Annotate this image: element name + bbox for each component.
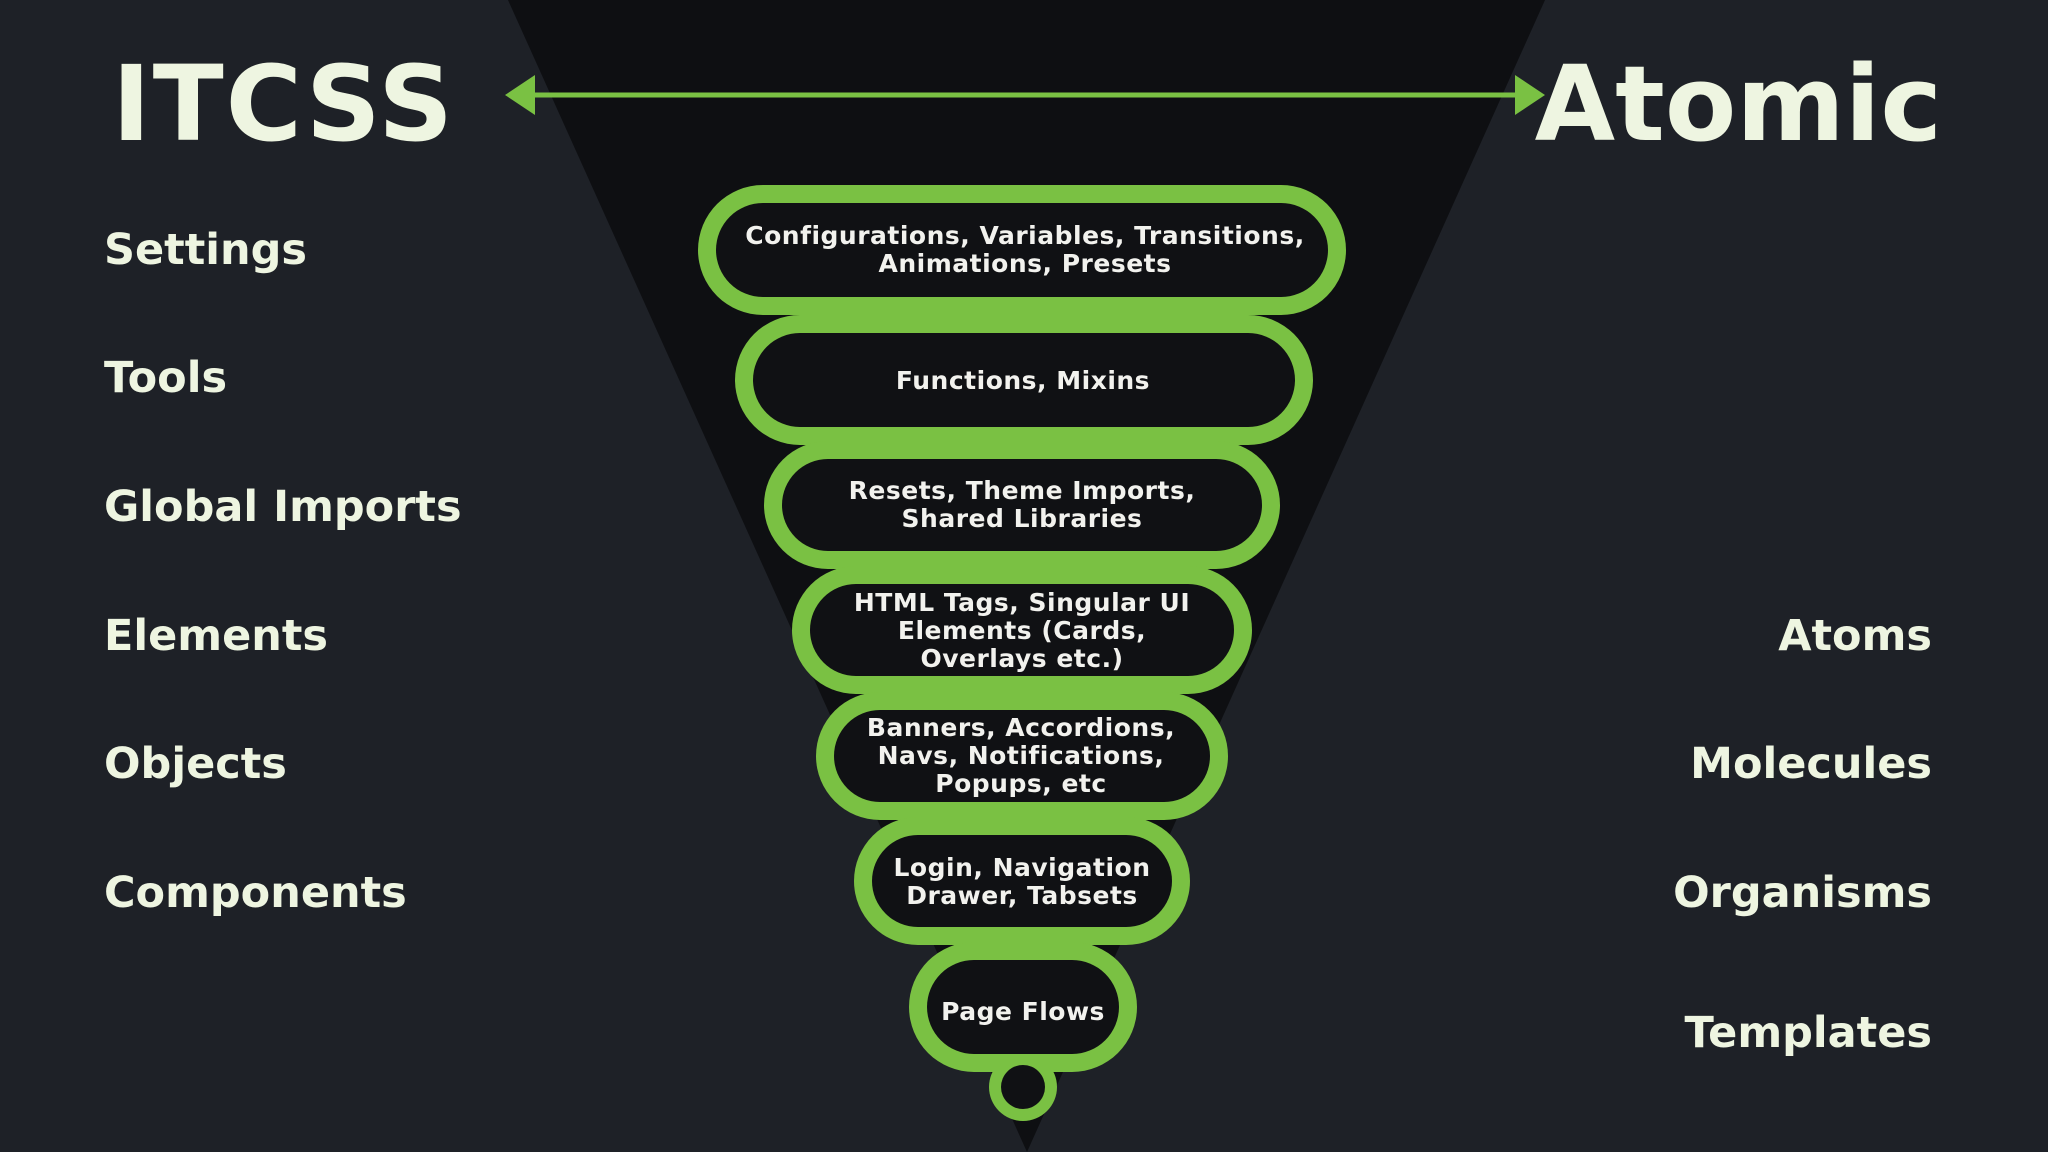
funnel-layer-pills — [698, 185, 1346, 1121]
funnel-pill-objects — [834, 710, 1210, 802]
arrow-right-head — [1515, 75, 1545, 115]
funnel-tail-hole — [1001, 1065, 1045, 1109]
atomic-title: Atomic — [1534, 43, 1942, 165]
itcss-layer-tools: Tools — [104, 353, 228, 403]
funnel-pill-settings — [716, 203, 1328, 297]
arrow-left-head — [505, 75, 535, 115]
itcss-title: ITCSS — [112, 43, 456, 165]
funnel-pill-global-imports — [782, 459, 1262, 551]
atomic-layer-molecules: Molecules — [1690, 739, 1932, 789]
atomic-layer-atoms: Atoms — [1778, 611, 1932, 661]
atomic-layer-templates: Templates — [1684, 1008, 1932, 1058]
funnel-pill-components — [872, 835, 1172, 927]
atomic-layer-organisms: Organisms — [1673, 868, 1932, 918]
itcss-layer-elements: Elements — [104, 611, 329, 661]
funnel-layer-global-imports-text: Resets, Theme Imports,Shared Libraries — [848, 476, 1196, 533]
double-arrow-icon — [505, 75, 1545, 115]
funnel-pill-elements — [810, 584, 1234, 676]
funnel-pill-page-flows — [927, 960, 1119, 1054]
funnel-layer-page-flows-text: Page Flows — [941, 997, 1105, 1026]
funnel-layer-tools-text: Functions, Mixins — [895, 366, 1151, 395]
funnel-layer-settings-text: Configurations, Variables, Transitions,A… — [745, 221, 1305, 278]
itcss-layer-settings: Settings — [104, 225, 307, 275]
funnel-pill-tools — [753, 333, 1295, 427]
itcss-layer-objects: Objects — [104, 739, 287, 789]
itcss-layer-global-imports: Global Imports — [104, 482, 462, 532]
funnel-layer-objects-text: Banners, Accordions,Navs, Notifications,… — [866, 713, 1176, 798]
itcss-layer-components: Components — [104, 868, 407, 918]
